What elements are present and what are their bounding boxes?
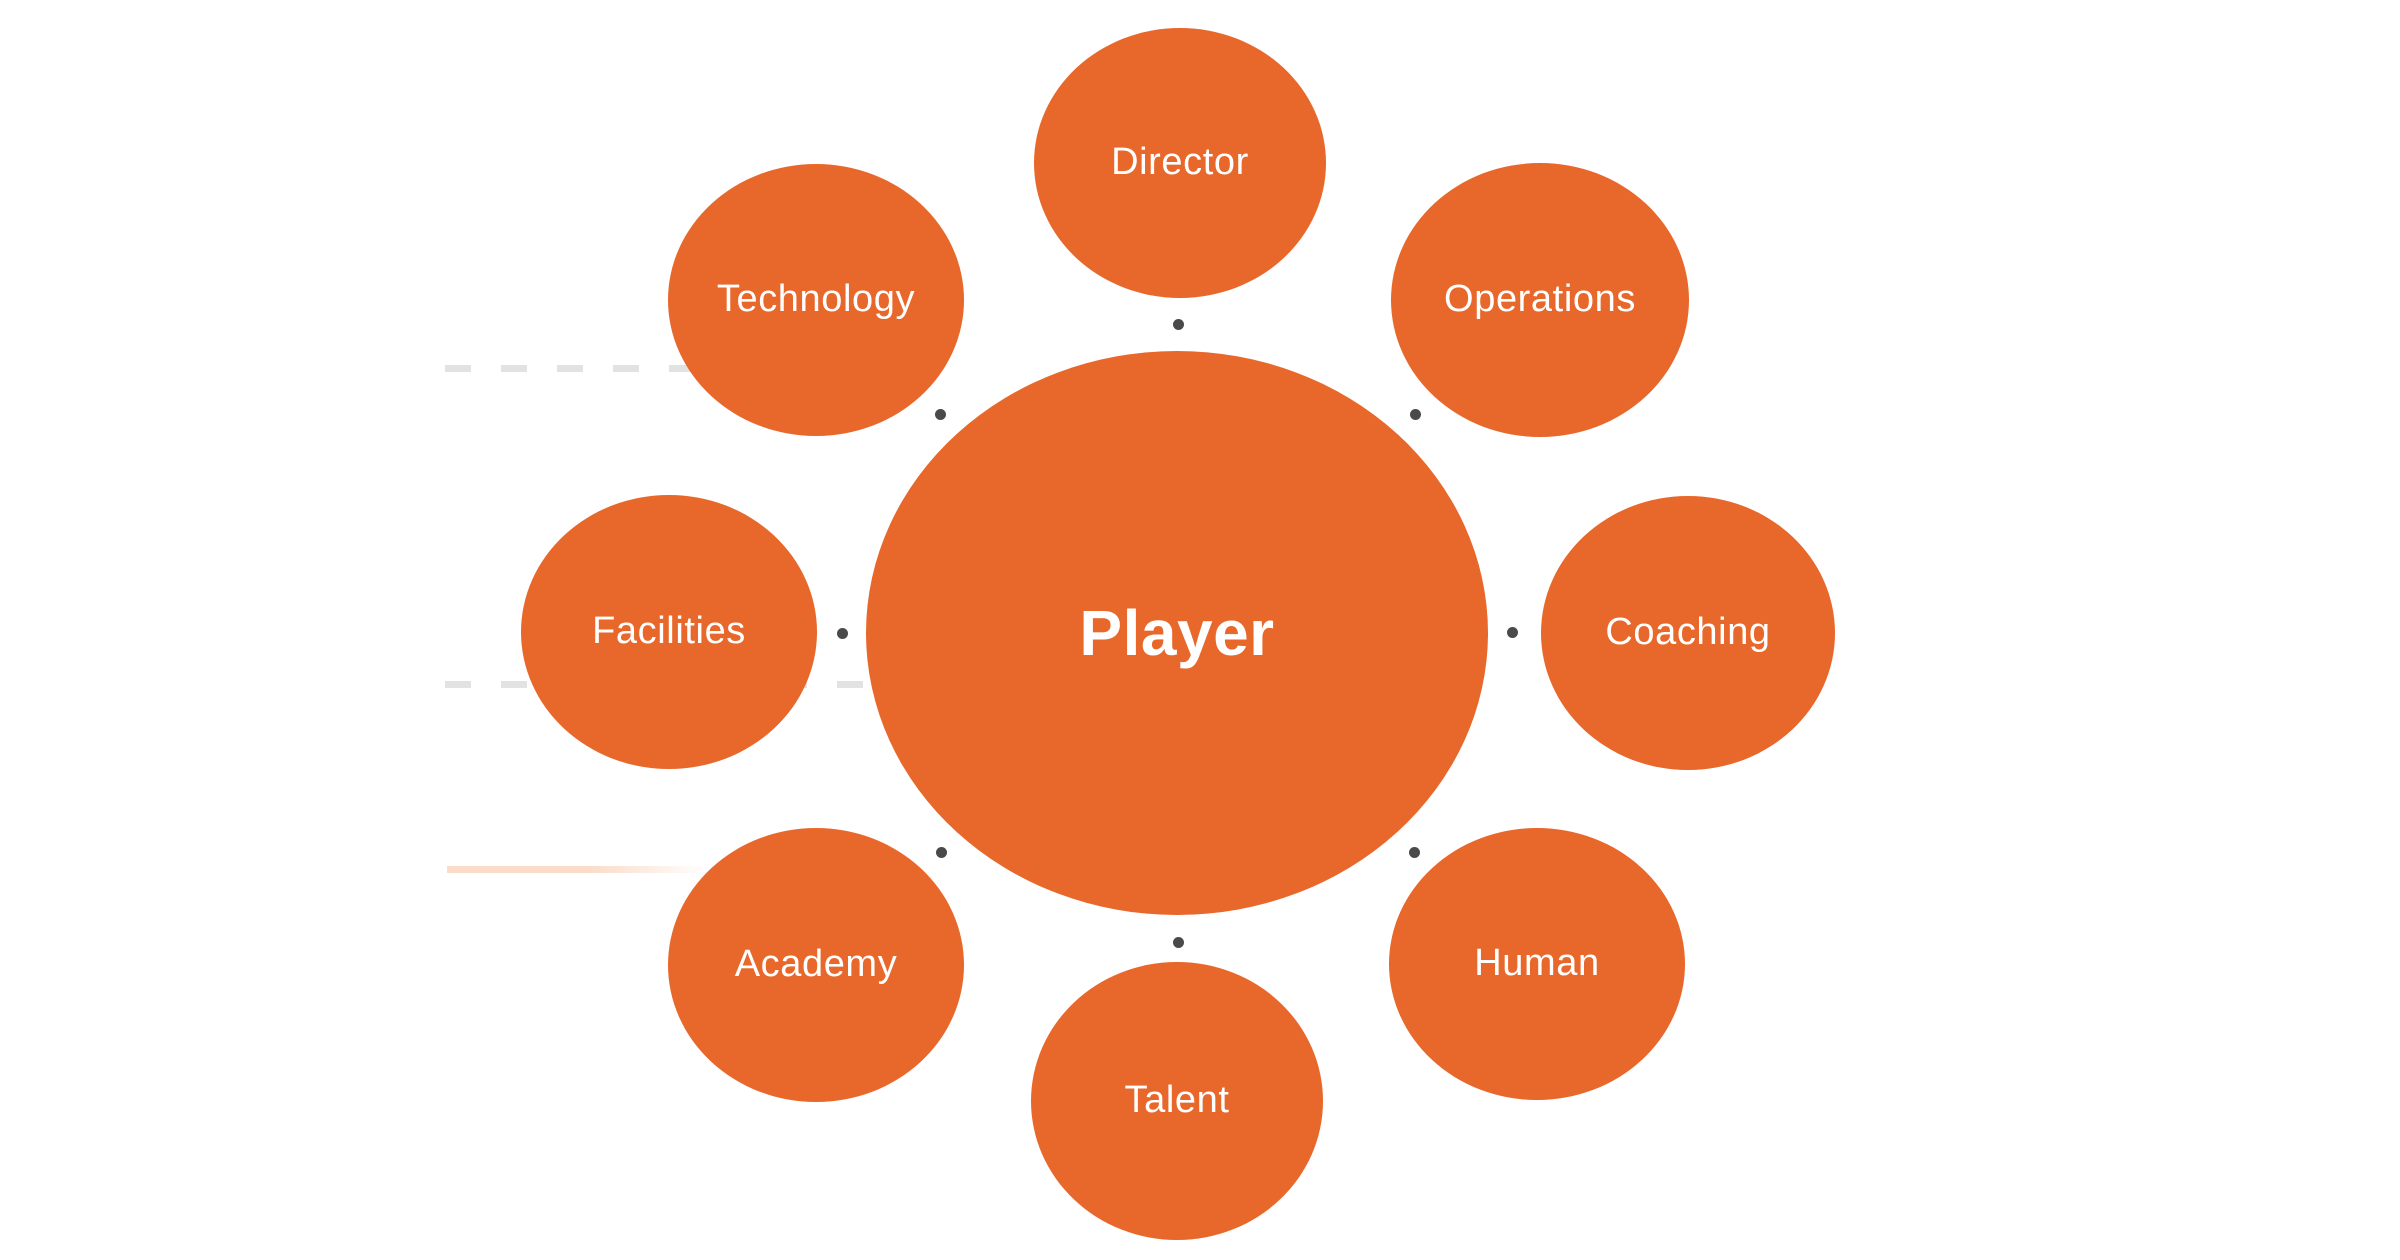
connector-dot-south	[1172, 936, 1184, 948]
node-technology: Technology	[668, 164, 964, 436]
node-label-human: Human	[1474, 942, 1600, 985]
node-label-academy: Academy	[734, 943, 898, 986]
node-director: Director	[1034, 28, 1326, 298]
connector-dot-southeast	[1408, 846, 1420, 858]
connector-dot-east	[1506, 626, 1518, 638]
connector-dot-northwest	[934, 408, 946, 420]
node-human: Human	[1389, 828, 1685, 1100]
node-facilities: Facilities	[521, 495, 817, 769]
dashed-guide-line	[445, 364, 700, 372]
node-label-talent: Talent	[1124, 1079, 1230, 1122]
connector-dot-northeast	[1409, 408, 1421, 420]
node-label-coaching: Coaching	[1605, 611, 1771, 654]
node-coaching: Coaching	[1541, 496, 1835, 770]
node-operations: Operations	[1391, 163, 1689, 437]
node-label-player: Player	[1079, 596, 1275, 669]
node-player: Player	[866, 351, 1488, 915]
connector-dot-west	[836, 627, 848, 639]
node-talent: Talent	[1031, 962, 1323, 1240]
node-label-technology: Technology	[716, 278, 916, 321]
connector-dot-southwest	[935, 846, 947, 858]
node-academy: Academy	[668, 828, 964, 1102]
node-label-operations: Operations	[1444, 278, 1636, 321]
node-label-director: Director	[1111, 141, 1249, 184]
connector-dot-north	[1172, 318, 1184, 330]
node-label-facilities: Facilities	[592, 610, 746, 653]
accent-fade-line	[447, 865, 707, 873]
